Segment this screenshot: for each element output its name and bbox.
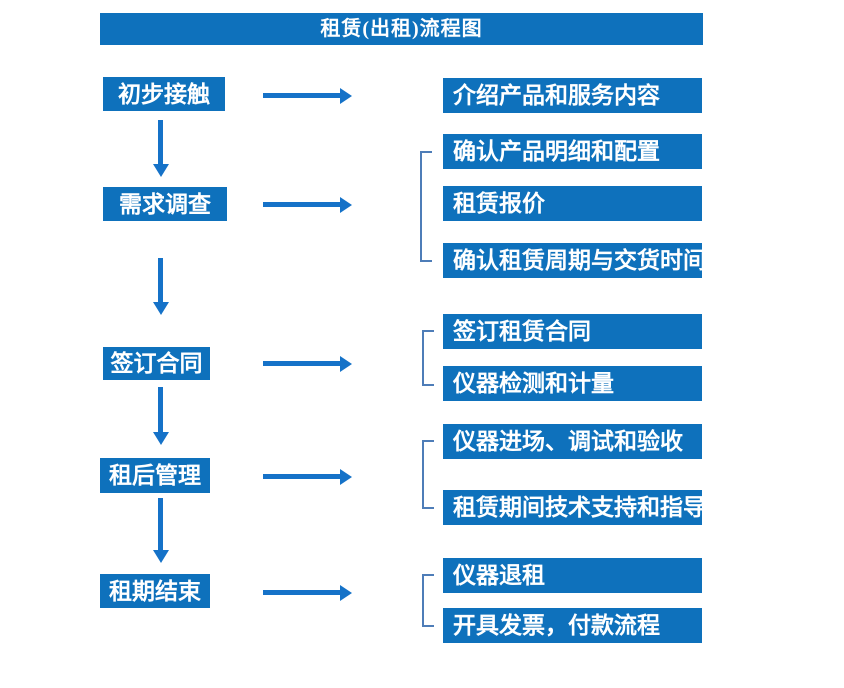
step-box-demand-survey: 需求调查 (103, 187, 227, 221)
detail-box-rental-quote: 租赁报价 (443, 186, 702, 221)
flowchart-title: 租赁(出租)流程图 (100, 13, 703, 45)
right-arrow-1 (263, 87, 352, 104)
group-bracket-demand-survey (420, 151, 432, 262)
detail-box-confirm-period: 确认租赁周期与交货时间 (443, 243, 706, 278)
detail-box-sign-rental-contract: 签订租赁合同 (443, 314, 702, 349)
detail-box-instrument-return: 仪器退租 (443, 558, 702, 593)
step-box-initial-contact: 初步接触 (103, 77, 225, 111)
detail-box-confirm-product-spec: 确认产品明细和配置 (443, 134, 702, 169)
group-bracket-sign-contract (422, 330, 434, 386)
down-arrow-1 (152, 120, 169, 177)
detail-box-tech-support: 租赁期间技术支持和指导 (443, 490, 706, 525)
right-arrow-4 (263, 468, 352, 485)
detail-box-intro-products: 介绍产品和服务内容 (443, 78, 702, 113)
right-arrow-2 (263, 196, 352, 213)
right-arrow-3 (263, 355, 352, 372)
detail-box-invoice-payment: 开具发票，付款流程 (443, 608, 702, 643)
right-arrow-5 (263, 584, 352, 601)
down-arrow-3 (152, 387, 169, 445)
group-bracket-rental-end (422, 574, 434, 627)
detail-box-instrument-setup: 仪器进场、调试和验收 (443, 424, 702, 459)
detail-box-instrument-testing: 仪器检测和计量 (443, 366, 702, 401)
step-box-rental-end: 租期结束 (100, 574, 210, 608)
step-box-sign-contract: 签订合同 (103, 347, 210, 380)
group-bracket-post-rental (422, 440, 434, 509)
step-box-post-rental-management: 租后管理 (100, 458, 210, 493)
down-arrow-4 (152, 498, 169, 563)
down-arrow-2 (152, 258, 169, 315)
